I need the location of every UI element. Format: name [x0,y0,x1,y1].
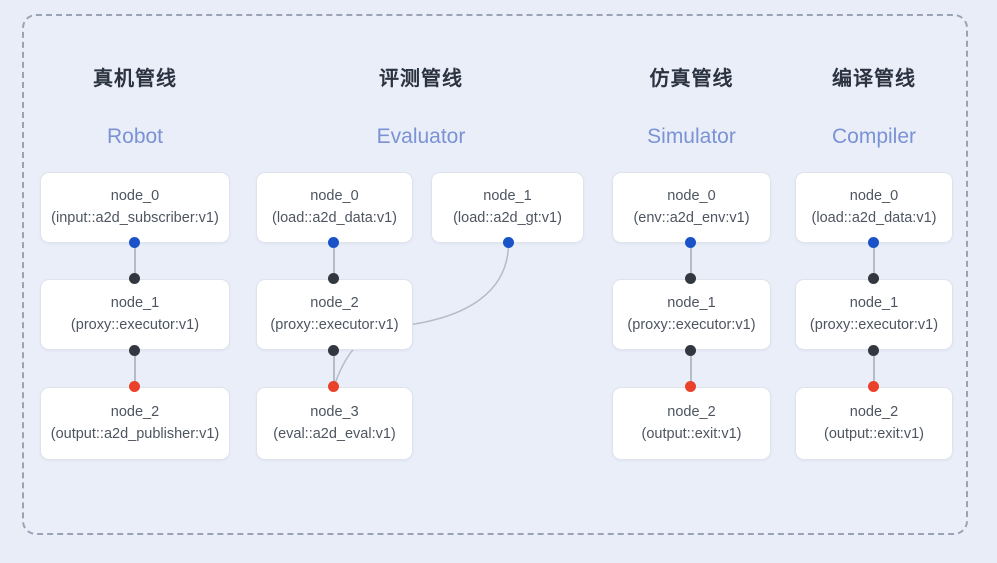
edge-compiler-1-2 [873,350,875,390]
node-name: node_1 [849,294,899,311]
port-input-simulator-1[interactable] [685,273,696,284]
port-output-robot-0[interactable] [129,237,140,248]
port-output-robot-1[interactable] [129,345,140,356]
node-spec: (proxy::executor:v1) [809,316,939,333]
node-name: node_0 [849,187,899,204]
node-compiler-0[interactable]: node_0 (load::a2d_data:v1) [795,172,953,243]
port-output-simulator-0[interactable] [685,237,696,248]
edge-robot-1-2 [134,350,136,390]
port-output-simulator-1[interactable] [685,345,696,356]
port-output-evaluator-0[interactable] [328,237,339,248]
node-name: node_0 [667,187,716,204]
node-name: node_0 [310,187,359,204]
node-name: node_1 [110,294,160,311]
node-simulator-1[interactable]: node_1 (proxy::executor:v1) [612,279,771,350]
port-input-evaluator-3[interactable] [328,381,339,392]
column-title-evaluator: 评测管线 [379,68,463,90]
node-evaluator-2[interactable]: node_2 (proxy::executor:v1) [256,279,413,350]
node-spec: (load::a2d_data:v1) [811,209,937,226]
node-name: node_0 [110,187,160,204]
node-spec: (env::a2d_env:v1) [633,209,750,226]
port-output-compiler-0[interactable] [868,237,879,248]
node-spec: (input::a2d_subscriber:v1) [51,209,219,226]
port-input-robot-2[interactable] [129,381,140,392]
node-evaluator-0[interactable]: node_0 (load::a2d_data:v1) [256,172,413,243]
column-subtitle-compiler: Compiler [831,125,917,148]
node-robot-2[interactable]: node_2 (output::a2d_publisher:v1) [40,387,230,460]
node-robot-1[interactable]: node_1 (proxy::executor:v1) [40,279,230,350]
port-input-compiler-1[interactable] [868,273,879,284]
node-compiler-2[interactable]: node_2 (output::exit:v1) [795,387,953,460]
node-simulator-0[interactable]: node_0 (env::a2d_env:v1) [612,172,771,243]
node-simulator-2[interactable]: node_2 (output::exit:v1) [612,387,771,460]
node-evaluator-3[interactable]: node_3 (eval::a2d_eval:v1) [256,387,413,460]
edge-evaluator-0-2 [333,243,335,283]
node-spec: (eval::a2d_eval:v1) [273,425,396,442]
port-input-simulator-2[interactable] [685,381,696,392]
node-name: node_3 [310,403,359,420]
node-evaluator-gt[interactable]: node_1 (load::a2d_gt:v1) [431,172,584,243]
column-subtitle-evaluator: Evaluator [376,125,466,148]
column-title-compiler: 编译管线 [832,68,916,90]
node-name: node_2 [110,403,160,420]
node-spec: (output::a2d_publisher:v1) [50,425,220,442]
port-output-compiler-1[interactable] [868,345,879,356]
node-name: node_1 [483,187,532,204]
column-subtitle-robot: Robot [106,125,164,148]
edge-robot-0-1 [134,243,136,283]
port-output-evaluator-gt[interactable] [503,237,514,248]
edge-compiler-0-1 [873,243,875,283]
port-input-evaluator-2[interactable] [328,273,339,284]
port-output-evaluator-2[interactable] [328,345,339,356]
port-input-robot-1[interactable] [129,273,140,284]
node-spec: (load::a2d_data:v1) [272,209,397,226]
node-spec: (output::exit:v1) [824,425,924,442]
node-spec: (proxy::executor:v1) [270,316,399,333]
node-spec: (load::a2d_gt:v1) [453,209,562,226]
column-subtitle-simulator: Simulator [647,125,736,148]
port-input-compiler-2[interactable] [868,381,879,392]
node-name: node_2 [667,403,716,420]
node-spec: (output::exit:v1) [641,425,742,442]
edge-simulator-0-1 [690,243,692,283]
column-title-robot: 真机管线 [93,68,177,90]
node-spec: (proxy::executor:v1) [70,316,200,333]
edge-simulator-1-2 [690,350,692,390]
node-name: node_1 [667,294,716,311]
node-name: node_2 [849,403,899,420]
node-name: node_2 [310,294,359,311]
node-compiler-1[interactable]: node_1 (proxy::executor:v1) [795,279,953,350]
column-title-simulator: 仿真管线 [649,68,734,90]
node-robot-0[interactable]: node_0 (input::a2d_subscriber:v1) [40,172,230,243]
node-spec: (proxy::executor:v1) [627,316,756,333]
edge-evaluator-2-3 [333,350,335,390]
